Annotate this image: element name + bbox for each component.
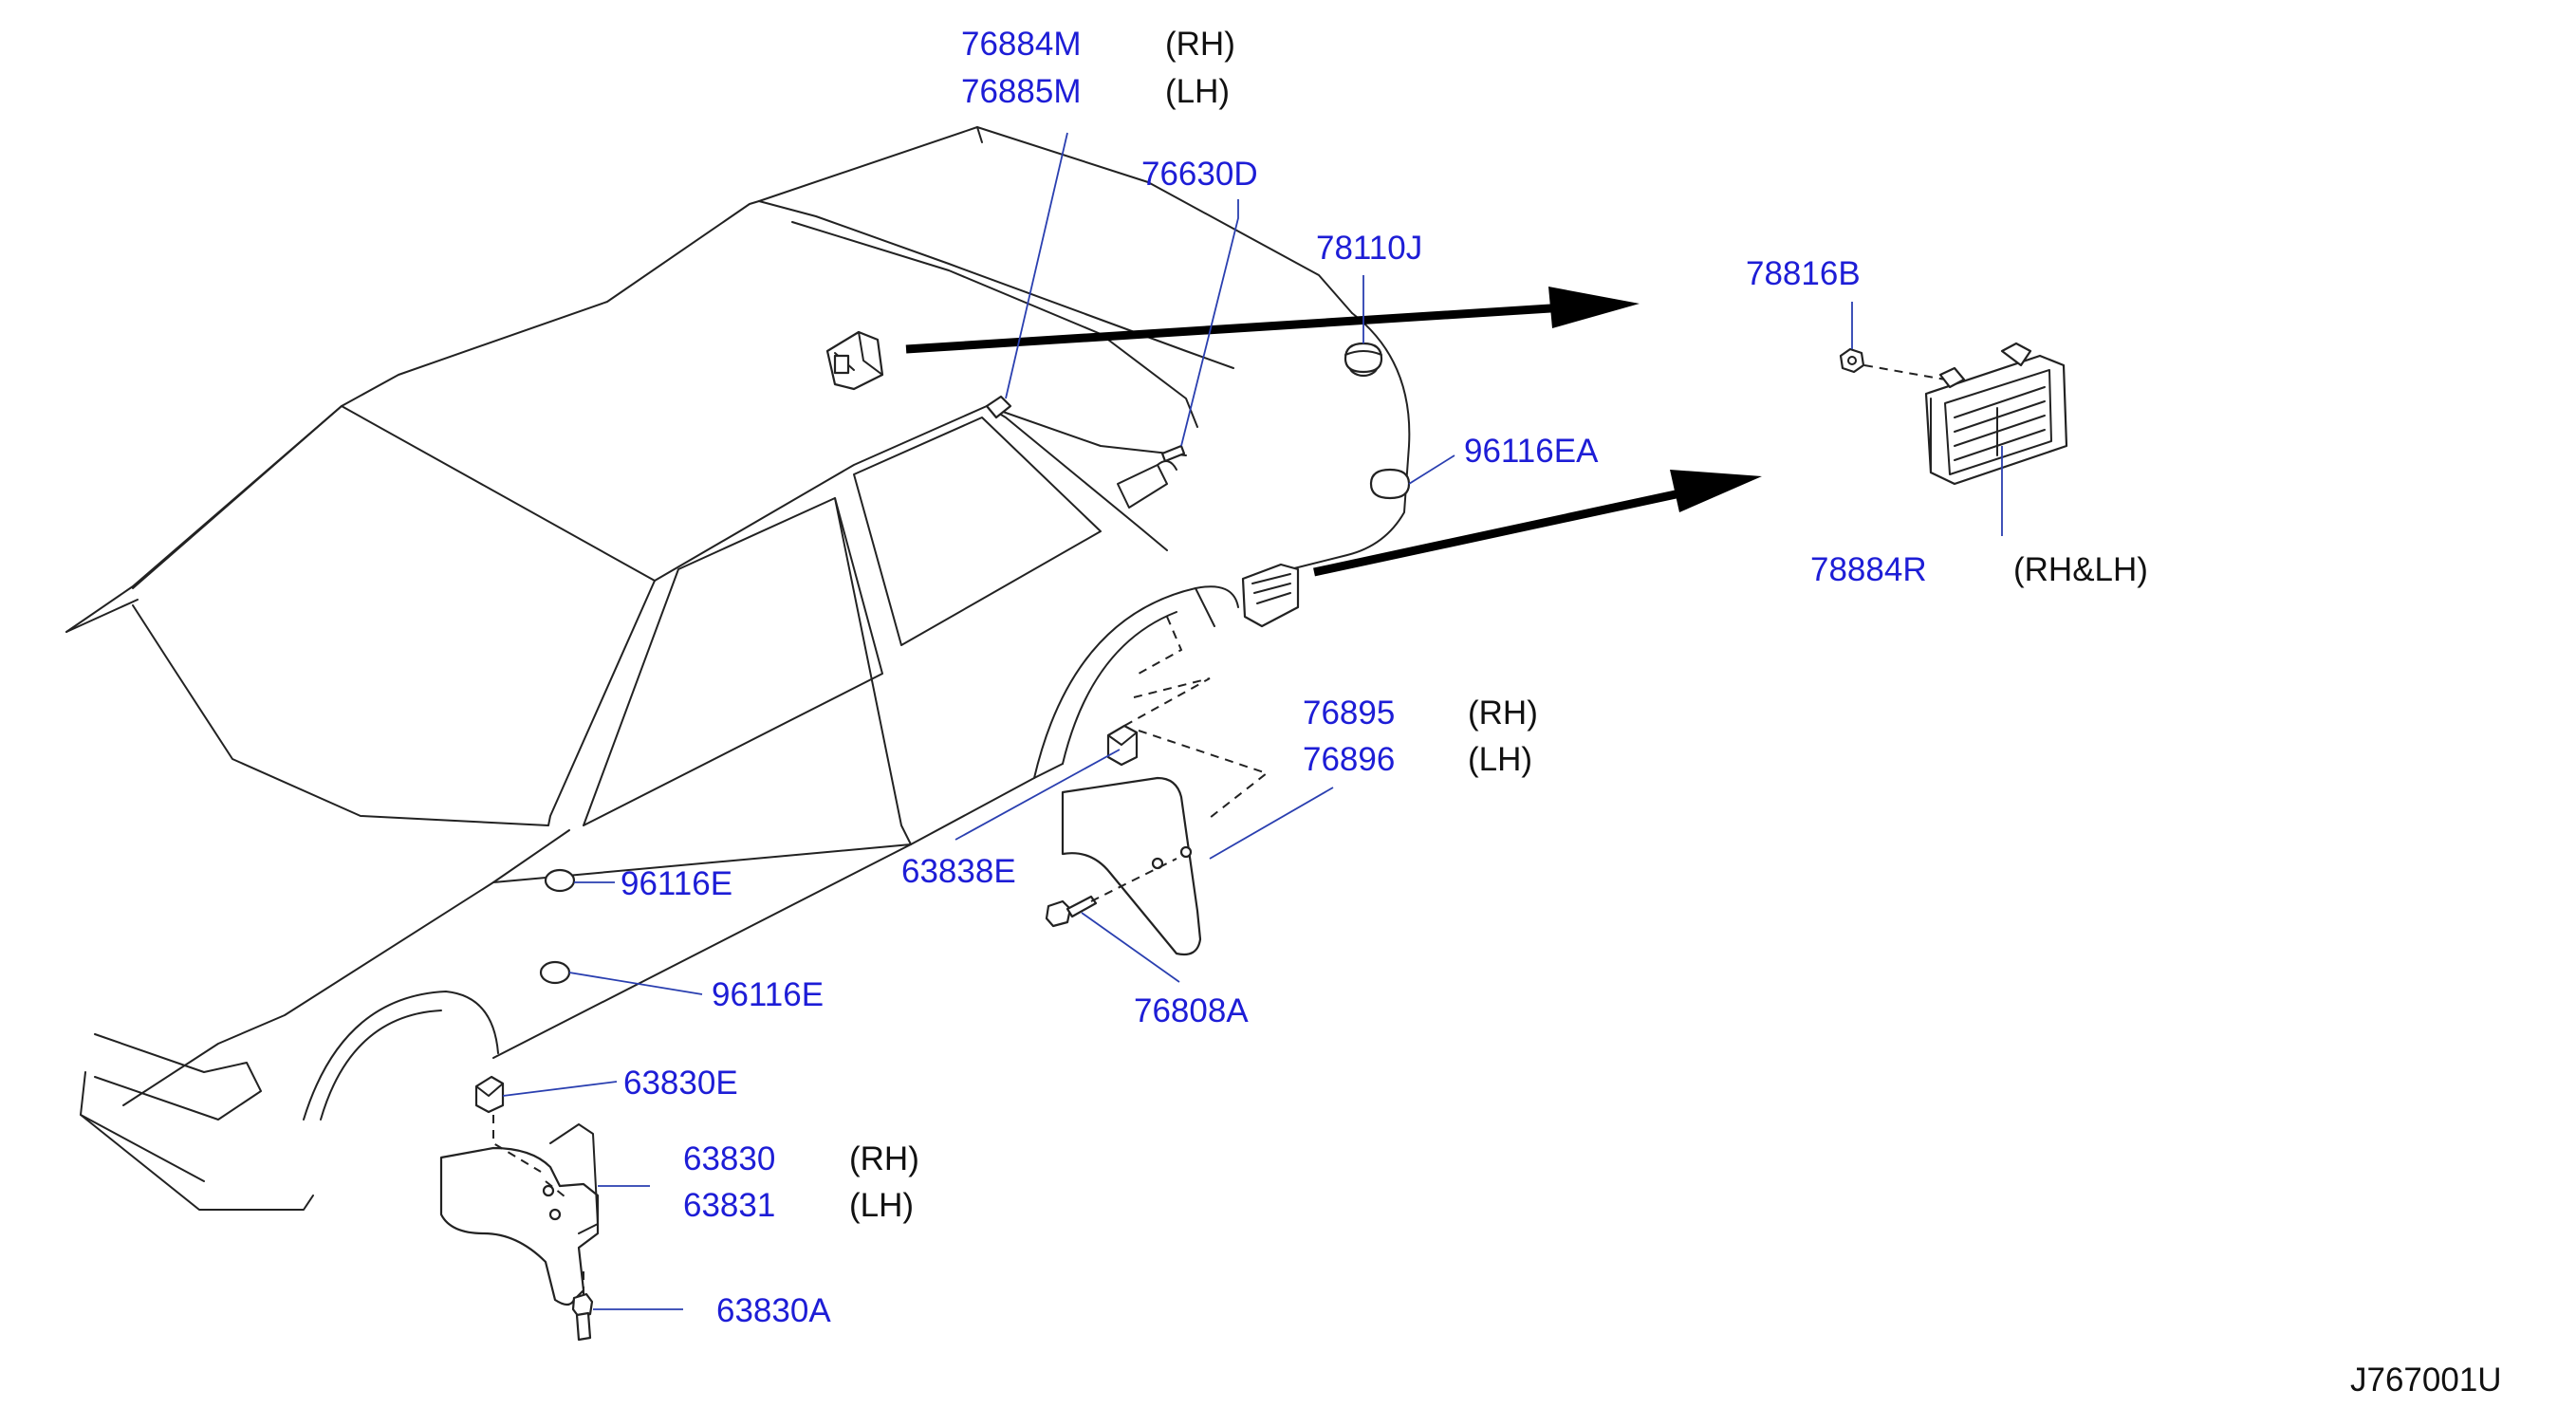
clip-63838e <box>1106 724 1139 767</box>
label-76630d: 76630D <box>1141 156 1258 193</box>
bolt-63830a <box>571 1292 594 1342</box>
mud-guard-76895 <box>1061 776 1202 956</box>
label-76808a: 76808A <box>1134 992 1249 1029</box>
side-78884r: (RH&LH) <box>2013 551 2148 588</box>
label-96116ea: 96116EA <box>1464 433 1599 470</box>
leader-96116ea <box>1408 454 1455 485</box>
label-78816b: 78816B <box>1746 255 1861 292</box>
dash-78816b <box>1863 364 1946 380</box>
car-body-outline <box>65 126 1411 1211</box>
clip-76884m <box>825 330 884 391</box>
label-63830: 63830 <box>683 1140 775 1177</box>
label-63830e: 63830E <box>623 1065 738 1102</box>
dash-front-2 <box>545 1180 570 1201</box>
plug-96116ea-shape <box>1369 468 1411 500</box>
leader-63830e <box>502 1081 618 1097</box>
tab-76884m <box>985 395 1012 419</box>
leader-76808a <box>1081 912 1180 983</box>
label-63831: 63831 <box>683 1187 775 1224</box>
side-63830: (RH) <box>849 1140 919 1177</box>
label-63830a: 63830A <box>716 1292 831 1329</box>
deck-stud <box>1344 342 1383 374</box>
side-76895: (RH) <box>1468 695 1538 732</box>
dash-rear-2 <box>1138 730 1269 819</box>
diagram-code: J767001U <box>2350 1362 2502 1399</box>
plug-96116e-upper <box>544 868 576 893</box>
dash-rear-3 <box>1090 858 1177 902</box>
plug-96116e-lower <box>539 960 571 985</box>
tab-76630d <box>1160 444 1186 463</box>
label-78110j: 78110J <box>1316 230 1422 267</box>
leader-76895 <box>1209 787 1334 860</box>
arrow-upper <box>905 287 1640 354</box>
vent-78884r-on-body <box>1241 563 1300 628</box>
label-76884m: 76884M <box>961 26 1081 63</box>
leader-63838e <box>954 749 1121 841</box>
label-96116e-lower: 96116E <box>712 976 824 1013</box>
label-96116e-upper: 96116E <box>621 865 732 902</box>
side-76896: (LH) <box>1468 741 1532 778</box>
label-78884r: 78884R <box>1810 551 1927 588</box>
side-76884m: (RH) <box>1165 26 1235 63</box>
leader-76630d <box>1180 199 1239 447</box>
mud-guard-63830 <box>439 1123 600 1306</box>
label-63838e: 63838E <box>901 853 1016 890</box>
side-63831: (LH) <box>849 1187 914 1224</box>
arrow-lower <box>1313 470 1762 577</box>
label-76895: 76895 <box>1303 695 1395 732</box>
callout-labels: 76884M (RH) 76885M (LH) 76630D 78110J 78… <box>621 26 2502 1399</box>
label-76896: 76896 <box>1303 741 1395 778</box>
bolt-76808a <box>1045 895 1098 928</box>
leader-lines <box>502 132 2003 1310</box>
dash-rear-1 <box>1123 677 1211 727</box>
leader-96116e-lower <box>568 972 703 995</box>
leader-76884m <box>1005 132 1068 399</box>
clip-63830e <box>474 1075 505 1114</box>
dash-rear-4 <box>1138 616 1183 675</box>
nut-78816b <box>1839 347 1865 374</box>
side-76885m: (LH) <box>1165 73 1230 110</box>
dash-front-1 <box>492 1115 542 1173</box>
label-76885m: 76885M <box>961 73 1081 110</box>
vent-78884r-detail <box>1924 342 2068 486</box>
